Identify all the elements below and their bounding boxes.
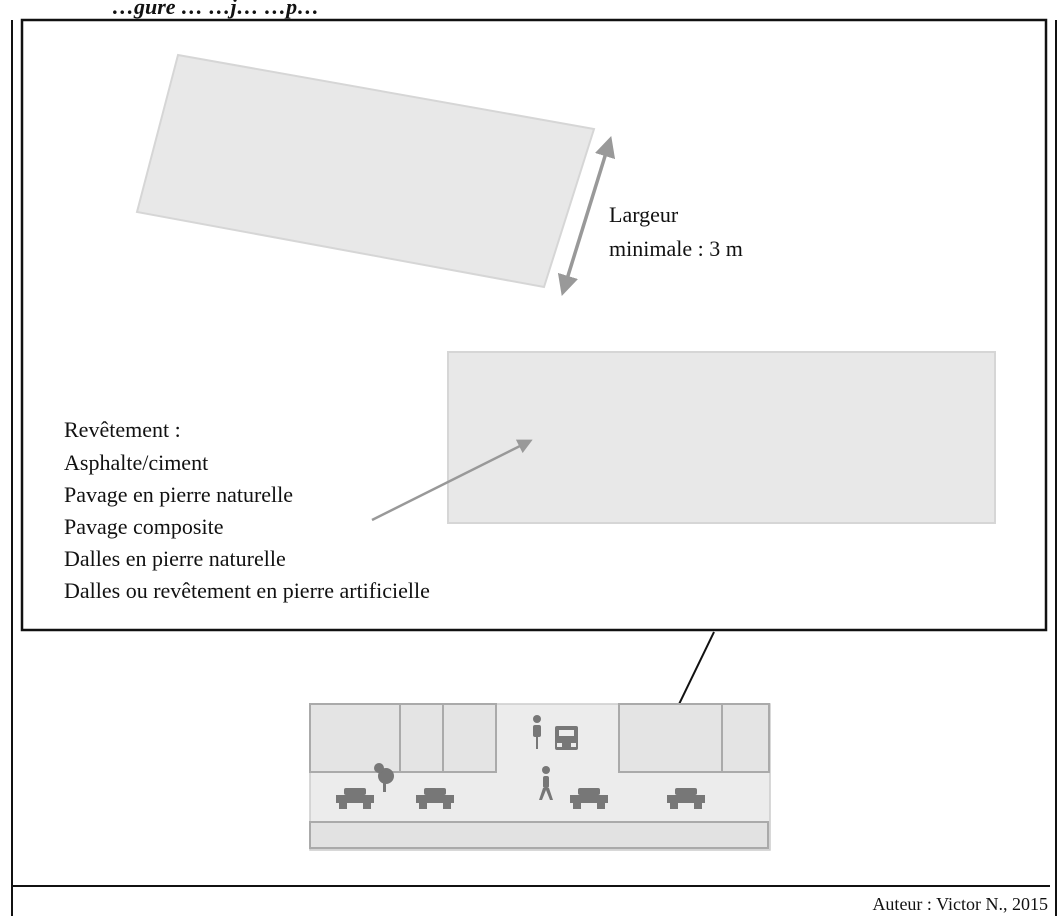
surface-item: Dalles en pierre naturelle [64,546,286,571]
vehicle-front-icon [555,726,578,750]
parked-car-icon [667,788,705,809]
parked-car-icon [570,788,608,809]
width-label-line2: minimale : 3 m [609,236,743,261]
footpath-strip [309,821,769,849]
building-block-left [309,703,497,773]
tilted-paving-slab [135,53,596,289]
street-plan [309,703,771,851]
tree-icon [374,763,394,792]
width-label-line1: Largeur [609,202,679,227]
width-dimension-arrow [557,135,616,297]
parked-car-icon [336,788,374,809]
building-block-right [618,703,770,773]
surface-item: Asphalte/ciment [64,450,208,475]
author-credit: Auteur : Victor N., 2015 [872,894,1048,914]
surface-heading: Revêtement : [64,417,181,442]
figure-title: …gure … …j… …p… [112,0,319,19]
surface-paving-slab [447,351,996,524]
pedestrian-icon [539,766,553,800]
parked-car-icon [416,788,454,809]
surface-item: Pavage composite [64,514,223,539]
surface-item: Pavage en pierre naturelle [64,482,293,507]
surface-pointer-arrow [371,439,533,522]
cyclist-icon [533,715,541,749]
surface-item: Dalles ou revêtement en pierre artificie… [64,578,430,603]
